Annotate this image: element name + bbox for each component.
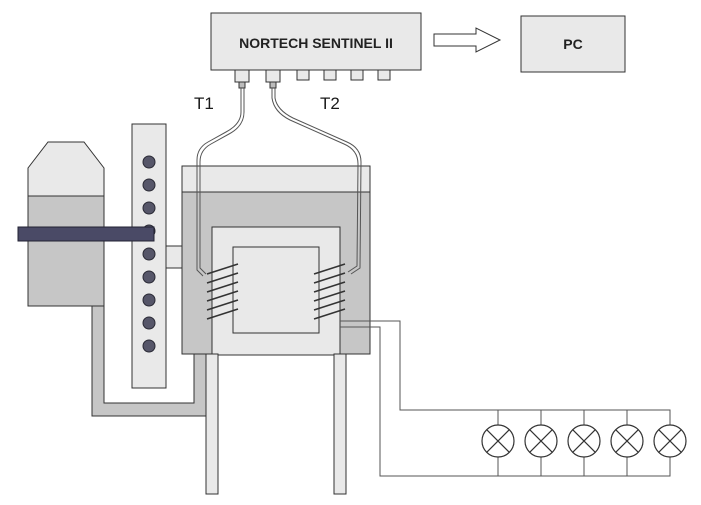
sentinel-device-label: NORTECH SENTINEL II bbox=[239, 35, 393, 51]
winding-turn bbox=[313, 290, 346, 302]
winding-turn bbox=[313, 272, 346, 284]
port-1 bbox=[234, 69, 250, 83]
reservoir-oil bbox=[27, 195, 105, 307]
probe-cable-t1 bbox=[196, 88, 242, 277]
port-3 bbox=[296, 69, 310, 81]
lamp-filament bbox=[615, 429, 639, 453]
pc-label: PC bbox=[563, 36, 582, 52]
lamp-bank bbox=[481, 424, 687, 458]
data-arrow bbox=[433, 27, 502, 53]
column-hole bbox=[142, 293, 156, 307]
tank-leg-right bbox=[333, 353, 347, 495]
port-5 bbox=[350, 69, 364, 81]
lamp-2 bbox=[524, 424, 558, 458]
probe-label-t1: T1 bbox=[194, 94, 214, 113]
column-hole bbox=[142, 155, 156, 169]
lamp-5 bbox=[653, 424, 687, 458]
winding-turn bbox=[206, 272, 239, 284]
pc: PC bbox=[520, 15, 626, 73]
horizontal-bar bbox=[17, 226, 155, 242]
lamp-3 bbox=[567, 424, 601, 458]
column-hole bbox=[142, 339, 156, 353]
column-hole bbox=[142, 201, 156, 215]
winding-turn bbox=[313, 281, 346, 293]
lamp-filament bbox=[529, 429, 553, 453]
lamp-filament bbox=[572, 429, 596, 453]
lamp-1 bbox=[481, 424, 515, 458]
port-6 bbox=[377, 69, 391, 81]
winding-turn bbox=[313, 299, 346, 311]
probe-cable-t2 bbox=[271, 88, 359, 273]
device-ports bbox=[234, 69, 391, 83]
winding-turn bbox=[206, 263, 239, 275]
lamp-filament bbox=[658, 429, 682, 453]
column-hole bbox=[142, 270, 156, 284]
probe-connector-1 bbox=[238, 81, 246, 89]
winding-turn bbox=[206, 308, 239, 320]
column-tank-connector bbox=[165, 245, 183, 269]
tank-legs bbox=[205, 353, 347, 495]
tank-air-space bbox=[181, 165, 371, 193]
sentinel-device-box bbox=[210, 12, 422, 71]
probe-cables bbox=[196, 88, 362, 277]
sentinel-device: NORTECH SENTINEL II bbox=[210, 12, 422, 89]
probe-connector-2 bbox=[269, 81, 277, 89]
lamp-filament bbox=[486, 429, 510, 453]
transformer-core bbox=[211, 226, 341, 356]
right-winding bbox=[313, 263, 346, 320]
port-2 bbox=[265, 69, 281, 83]
lamp-4 bbox=[610, 424, 644, 458]
winding-turn bbox=[313, 263, 346, 275]
probe-cable-t1 bbox=[199, 88, 245, 275]
winding-turn bbox=[313, 308, 346, 320]
pc-box bbox=[520, 15, 626, 73]
level-column bbox=[131, 123, 167, 389]
oil-reservoir bbox=[27, 141, 105, 307]
winding-turn bbox=[206, 281, 239, 293]
core-window bbox=[232, 246, 320, 334]
column-hole bbox=[142, 247, 156, 261]
port-4 bbox=[323, 69, 337, 81]
column-hole bbox=[142, 178, 156, 192]
probe-label-t2: T2 bbox=[320, 94, 340, 113]
tank-leg-left bbox=[205, 353, 219, 495]
probe-cable-t2 bbox=[274, 88, 362, 275]
winding-turn bbox=[206, 290, 239, 302]
reservoir-top bbox=[27, 141, 105, 197]
winding-turn bbox=[206, 299, 239, 311]
column-hole bbox=[142, 316, 156, 330]
column-holes bbox=[142, 155, 156, 353]
left-winding bbox=[206, 263, 239, 320]
